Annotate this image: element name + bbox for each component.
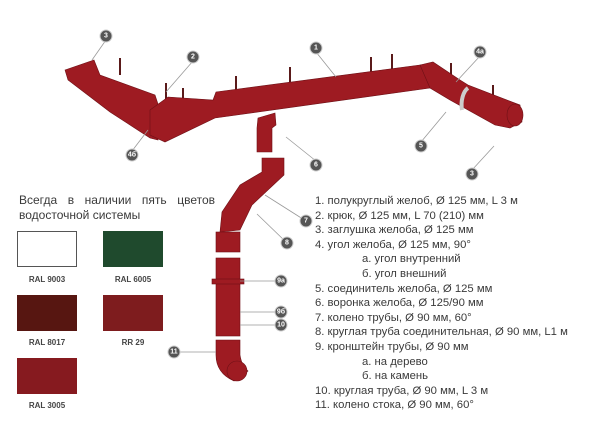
callout-2: 2	[186, 50, 200, 64]
pipe-bracket	[211, 278, 245, 285]
gutter-right	[419, 61, 523, 129]
callout-label: 9б	[277, 308, 286, 316]
callout-marker	[125, 148, 139, 162]
callout-label: 2	[191, 54, 195, 61]
legend-subitem: б. угол внешний	[362, 267, 447, 280]
callout-marker	[280, 236, 294, 250]
callout-6: 6	[309, 158, 323, 172]
outlet-end	[226, 360, 248, 382]
callout-label: 4б	[128, 151, 137, 159]
callout-marker	[414, 139, 428, 153]
swatch-label: RAL 6005	[114, 275, 152, 284]
legend-subitem: б. на камень	[362, 370, 429, 383]
callout-label: 4а	[476, 49, 484, 56]
legend-item: 11. колено стока, Ø 90 мм, 60°	[315, 399, 474, 412]
callout-label: 10	[277, 322, 285, 329]
legend-item: 6. воронка желоба, Ø 125/90 мм	[315, 297, 484, 310]
swatch-ral-6005	[103, 231, 163, 267]
callout-9б: 9б	[274, 305, 288, 319]
legend-item: 1. полукруглый желоб, Ø 125 мм, L 3 м	[315, 195, 518, 207]
callout-9а: 9а	[274, 274, 288, 288]
callout-4а: 4а	[473, 45, 487, 59]
callout-3: 3	[465, 167, 479, 181]
leader-lines	[91, 39, 495, 353]
callout-11: 11	[167, 345, 181, 359]
callout-marker	[274, 305, 288, 319]
legend-subitem: а. угол внутренний	[362, 253, 461, 266]
swatch-label: RAL 8017	[28, 338, 66, 347]
colors-heading: Всегда в наличии пять цветов водосточной…	[19, 193, 215, 222]
callouts: 3 2 1 4б 6 4а 5 3 7 8 9а 9б 10 11	[99, 29, 487, 359]
callout-marker	[465, 167, 479, 181]
callout-label: 11	[170, 349, 178, 356]
swatch-ral-9003	[17, 231, 77, 267]
pipe-downpipe	[215, 257, 241, 337]
callout-5: 5	[414, 139, 428, 153]
callout-label: 6	[314, 162, 318, 169]
callout-label: 3	[104, 33, 108, 40]
parts-legend: 1. полукруглый желоб, Ø 125 мм, L 3 м 2.…	[315, 194, 568, 413]
callout-marker	[186, 50, 200, 64]
legend-item: 2. крюк, Ø 125 мм, L 70 (210) мм	[315, 209, 484, 222]
gutter-parts	[64, 54, 524, 382]
callout-marker	[167, 345, 181, 359]
swatch-label: RAL 3005	[28, 401, 66, 410]
callout-label: 1	[314, 45, 318, 52]
callout-label: 5	[419, 143, 423, 150]
callout-3: 3	[99, 29, 113, 43]
callout-label: 3	[470, 171, 474, 178]
callout-marker	[274, 274, 288, 288]
callout-marker	[473, 45, 487, 59]
legend-item: 3. заглушка желоба, Ø 125 мм	[315, 224, 474, 237]
callout-label: 7	[304, 218, 308, 225]
swatch-label: RAL 9003	[28, 275, 66, 284]
pipe-elbow	[219, 157, 285, 233]
callout-10: 10	[274, 318, 288, 332]
hooks	[119, 54, 494, 103]
gutter-left	[64, 59, 161, 141]
callout-marker	[309, 158, 323, 172]
callout-8: 8	[280, 236, 294, 250]
swatch-label: RR 29	[121, 338, 145, 347]
legend-item: 5. соединитель желоба, Ø 125 мм	[315, 282, 493, 295]
legend-item: 4. угол желоба, Ø 125 мм, 90°	[315, 238, 471, 251]
swatch-ral-3005	[17, 358, 77, 394]
callout-marker	[309, 41, 323, 55]
legend-item: 10. круглая труба, Ø 90 мм, L 3 м	[315, 384, 489, 397]
gutter-end-cap	[506, 103, 524, 127]
legend-subitem: а. на дерево	[362, 355, 428, 368]
swatch-ral-8017	[17, 295, 77, 331]
legend-item: 9. кронштейн трубы, Ø 90 мм	[315, 340, 469, 353]
pipe-connecting	[215, 231, 241, 253]
callout-label: 9а	[277, 278, 285, 285]
swatch-rr-29	[103, 295, 163, 331]
callout-marker	[99, 29, 113, 43]
callout-1: 1	[309, 41, 323, 55]
funnel	[256, 112, 277, 153]
callout-marker	[274, 318, 288, 332]
callout-label: 8	[285, 240, 289, 247]
legend-item: 7. колено трубы, Ø 90 мм, 60°	[315, 311, 472, 324]
callout-marker	[299, 214, 313, 228]
gutter-connector	[459, 86, 470, 111]
callout-4б: 4б	[125, 148, 139, 162]
callout-7: 7	[299, 214, 313, 228]
legend-item: 8. круглая труба соединительная, Ø 90 мм…	[315, 326, 568, 339]
